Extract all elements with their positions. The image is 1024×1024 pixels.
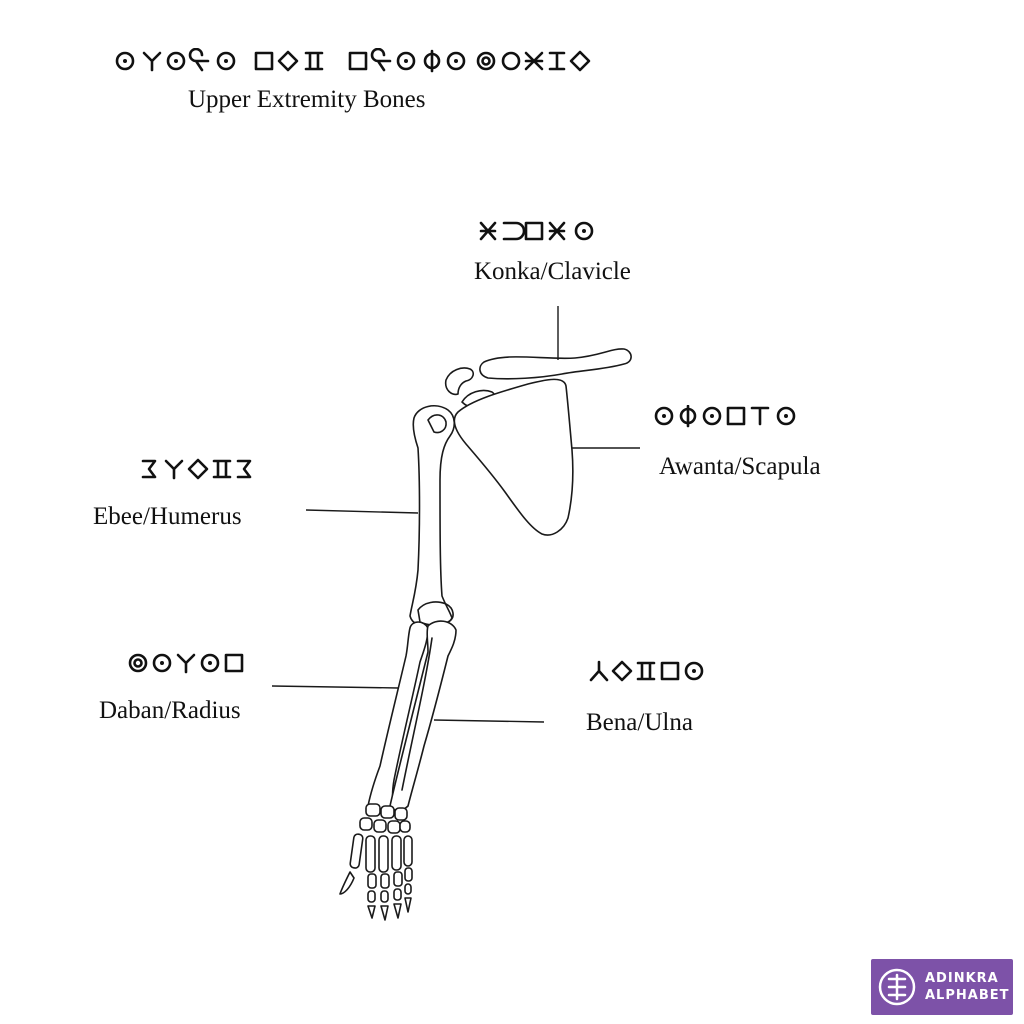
clavicle-bone [479,348,632,380]
scapula-adinkra-glyphs [654,405,796,428]
ulna-adinkra-glyphs [589,660,704,682]
title-adinkra-glyphs [115,48,591,73]
ulna-label: Bena/Ulna [586,709,693,736]
diagram-title: Upper Extremity Bones [188,86,426,113]
clavicle-adinkra-glyphs [479,221,594,241]
ulna-inner-edge [401,637,433,791]
clavicle-label: Konka/Clavicle [474,258,631,285]
metacarpal-bones [349,833,413,873]
adinkra-symbol-icon [878,968,916,1006]
logo-line-2: ALPHABET [925,988,1010,1003]
scapula-bone [453,378,574,536]
radius-label: Daban/Radius [99,697,241,724]
radius-leader-line [271,685,399,689]
logo-text: ADINKRA ALPHABET [925,970,1009,1004]
humerus-label: Ebee/Humerus [93,503,242,530]
humerus-bone [409,405,456,628]
humerus-leader-line [305,509,419,514]
scapula-label: Awanta/Scapula [659,453,821,480]
acromion-process [444,367,475,396]
humerus-adinkra-glyphs [141,458,252,480]
ulna-bone [389,620,457,812]
radius-adinkra-glyphs [128,653,244,674]
logo-line-1: ADINKRA [925,971,999,986]
phalanx-bones [339,867,413,921]
ulna-leader-line [433,719,545,723]
humerus-head-detail [427,414,447,434]
carpal-bones [359,803,411,834]
adinkra-alphabet-logo: ADINKRA ALPHABET [871,959,1013,1015]
